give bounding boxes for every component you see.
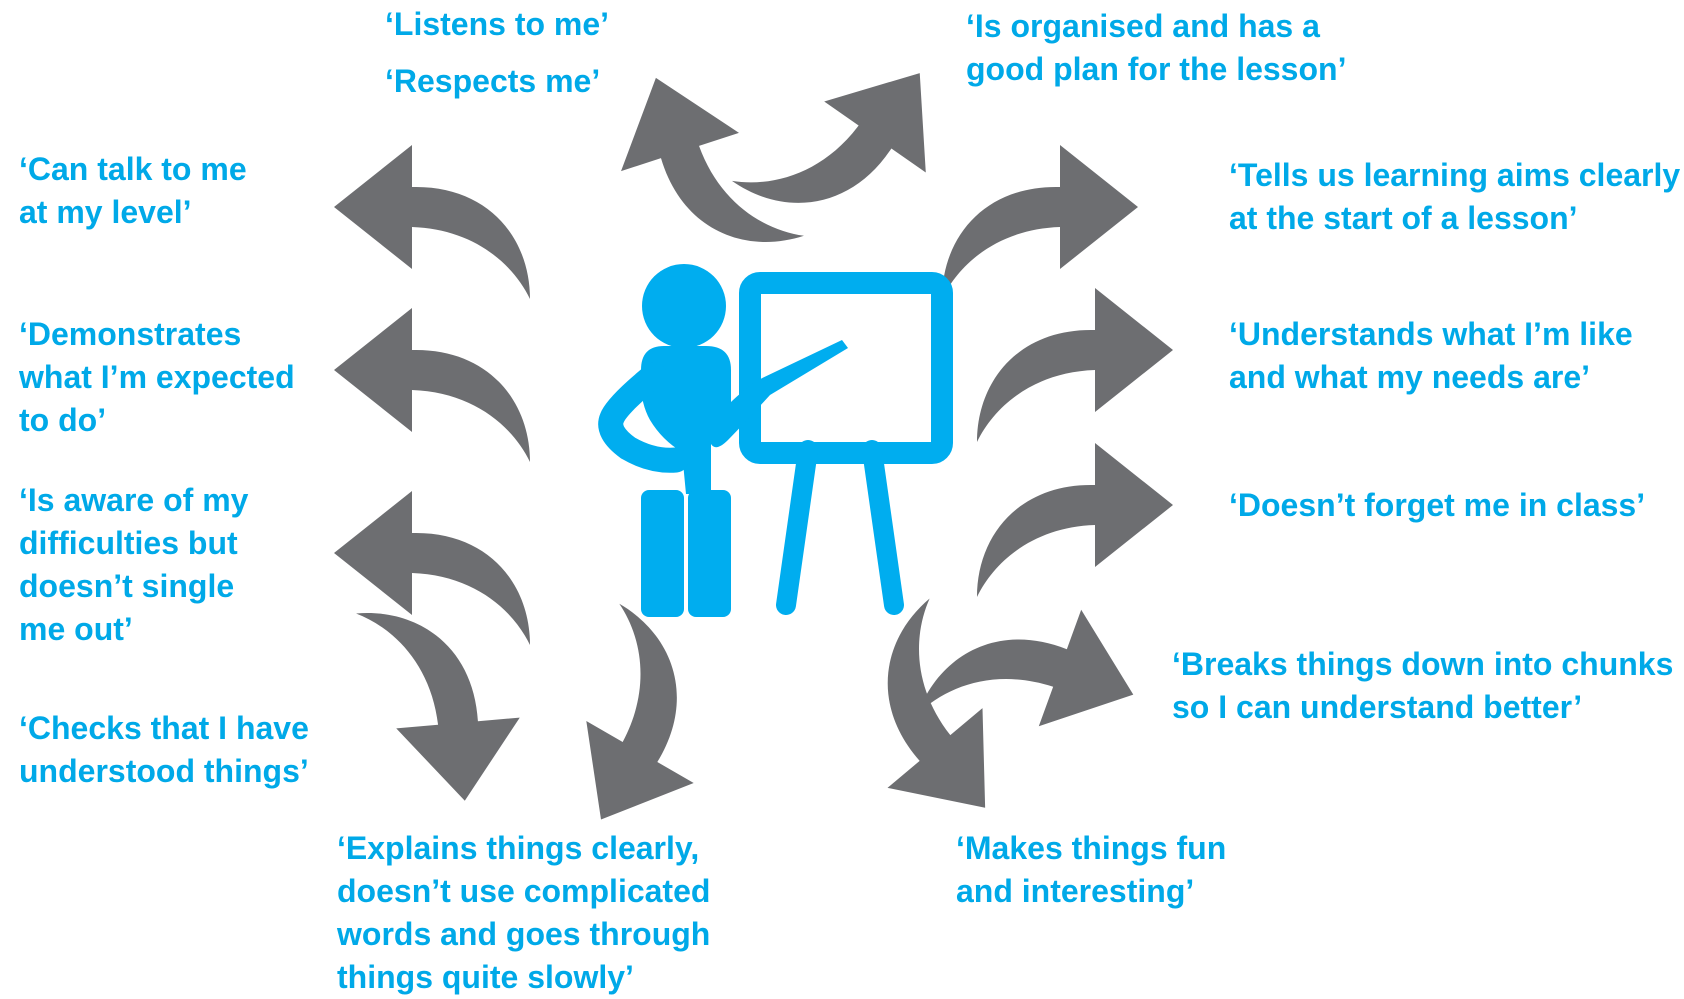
quote-line: doesn’t use complicated [337, 873, 711, 909]
quote-listens: ‘Listens to me’ [385, 3, 609, 46]
quote-demonstrates: ‘Demonstrates what I’m expected to do’ [19, 313, 295, 442]
quote-breaks-down: ‘Breaks things down into chunks so I can… [1172, 643, 1673, 729]
quote-line: ‘Explains things clearly, [337, 830, 700, 866]
curved-arrow-icon [811, 598, 1056, 848]
quote-learning-aims: ‘Tells us learning aims clearly at the s… [1229, 154, 1680, 240]
quote-line: what I’m expected [19, 359, 295, 395]
easel-legs [776, 440, 904, 615]
quote-checks-understood: ‘Checks that I have understood things’ [19, 707, 309, 793]
quote-aware-difficulties: ‘Is aware of my difficulties but doesn’t… [19, 479, 248, 651]
teacher-at-board-icon [598, 264, 953, 617]
curved-arrow-icon [334, 491, 530, 645]
quote-line: doesn’t single [19, 568, 235, 604]
curved-arrow-icon [334, 308, 530, 462]
curved-arrow-icon [521, 603, 753, 851]
right-leg [688, 490, 731, 617]
quote-line: at the start of a lesson’ [1229, 200, 1578, 236]
quote-line: ‘Makes things fun [956, 830, 1227, 866]
curved-arrow-icon [334, 145, 530, 299]
quote-line: understood things’ [19, 753, 309, 789]
quote-line: difficulties but [19, 525, 238, 561]
quote-line: ‘Checks that I have [19, 710, 309, 746]
quote-line: ‘Demonstrates [19, 316, 242, 352]
quote-line: at my level’ [19, 194, 192, 230]
board-icon [739, 272, 953, 464]
curved-arrow-icon [942, 145, 1138, 299]
quote-line: to do’ [19, 402, 107, 438]
quote-line: and what my needs are’ [1229, 359, 1591, 395]
quote-makes-fun: ‘Makes things fun and interesting’ [956, 827, 1226, 913]
curved-arrow-icon [356, 600, 527, 809]
quote-line: me out’ [19, 611, 133, 647]
quote-organised: ‘Is organised and has a good plan for th… [966, 5, 1346, 91]
quote-line: things quite slowly’ [337, 959, 634, 995]
quote-doesnt-forget: ‘Doesn’t forget me in class’ [1229, 484, 1645, 527]
torso-and-pointing-arm [640, 340, 848, 494]
quote-line: ‘Is organised and has a [966, 8, 1320, 44]
quote-explains-clearly: ‘Explains things clearly, doesn’t use co… [337, 827, 710, 999]
curved-arrow-icon [596, 49, 804, 284]
quote-line: ‘Breaks things down into chunks [1172, 646, 1674, 682]
quote-line: good plan for the lesson’ [966, 51, 1347, 87]
quote-respects: ‘Respects me’ [385, 60, 600, 103]
quote-line: ‘Listens to me’ [385, 6, 610, 42]
quote-understands: ‘Understands what I’m like and what my n… [1229, 313, 1633, 399]
head [642, 264, 726, 348]
curved-arrow-icon [977, 288, 1173, 442]
curved-arrow-icon [977, 443, 1173, 597]
quote-talk-level: ‘Can talk to me at my level’ [19, 148, 247, 234]
left-leg [641, 490, 684, 617]
quote-line: so I can understand better’ [1172, 689, 1583, 725]
quote-line: ‘Is aware of my [19, 482, 249, 518]
quote-line: words and goes through [337, 916, 711, 952]
quote-line: ‘Understands what I’m like [1229, 316, 1633, 352]
arm-on-hip [598, 362, 689, 473]
quote-line: ‘Respects me’ [385, 63, 601, 99]
quote-line: and interesting’ [956, 873, 1195, 909]
quote-line: ‘Can talk to me [19, 151, 247, 187]
quote-line: ‘Doesn’t forget me in class’ [1229, 487, 1646, 523]
quote-line: ‘Tells us learning aims clearly [1229, 157, 1681, 193]
